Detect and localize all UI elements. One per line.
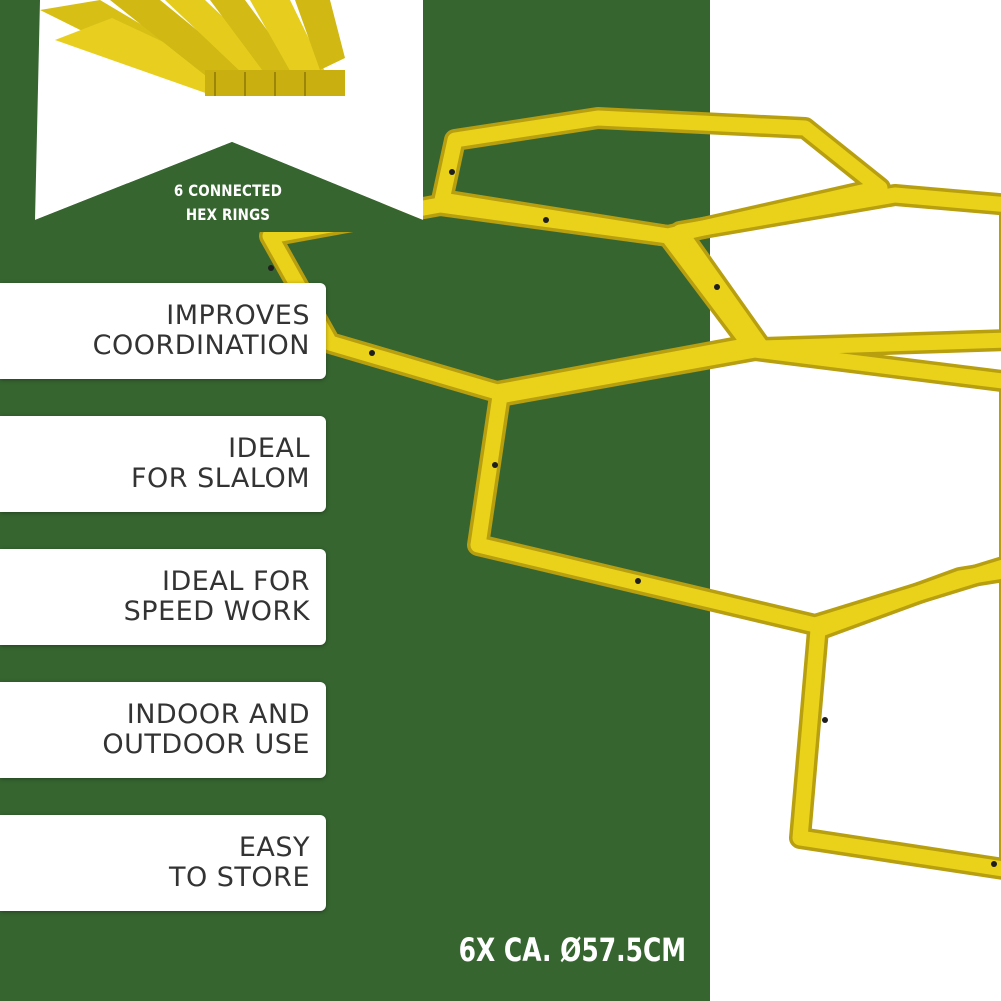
feature-card-easy-to-store: EASY TO STORE <box>0 815 326 911</box>
inset-label-background <box>35 142 423 232</box>
feature-line-1: INDOOR AND <box>126 699 310 730</box>
folded-rings-graphic <box>40 0 345 96</box>
feature-line-2: COORDINATION <box>92 330 310 361</box>
feature-line-1: IMPROVES <box>166 300 310 331</box>
inset-caption-line-2: HEX RINGS <box>185 205 271 224</box>
feature-card-slalom: IDEAL FOR SLALOM <box>0 416 326 512</box>
size-label: 6X CA. Ø57.5CM <box>458 931 687 969</box>
feature-line-1: EASY <box>238 832 310 863</box>
inset-caption: 6 CONNECTED HEX RINGS <box>171 179 285 227</box>
feature-line-1: IDEAL <box>228 433 310 464</box>
feature-card-speed-work: IDEAL FOR SPEED WORK <box>0 549 326 645</box>
feature-card-indoor-outdoor: INDOOR AND OUTDOOR USE <box>0 682 326 778</box>
feature-line-2: SPEED WORK <box>123 596 310 627</box>
feature-card-coordination: IMPROVES COORDINATION <box>0 283 326 379</box>
feature-line-2: TO STORE <box>168 862 310 893</box>
feature-line-2: FOR SLALOM <box>130 463 310 494</box>
feature-line-1: IDEAL FOR <box>162 566 310 597</box>
feature-line-2: OUTDOOR USE <box>102 729 310 760</box>
ring-holes <box>268 169 997 867</box>
inset-caption-line-1: 6 CONNECTED <box>173 181 283 200</box>
